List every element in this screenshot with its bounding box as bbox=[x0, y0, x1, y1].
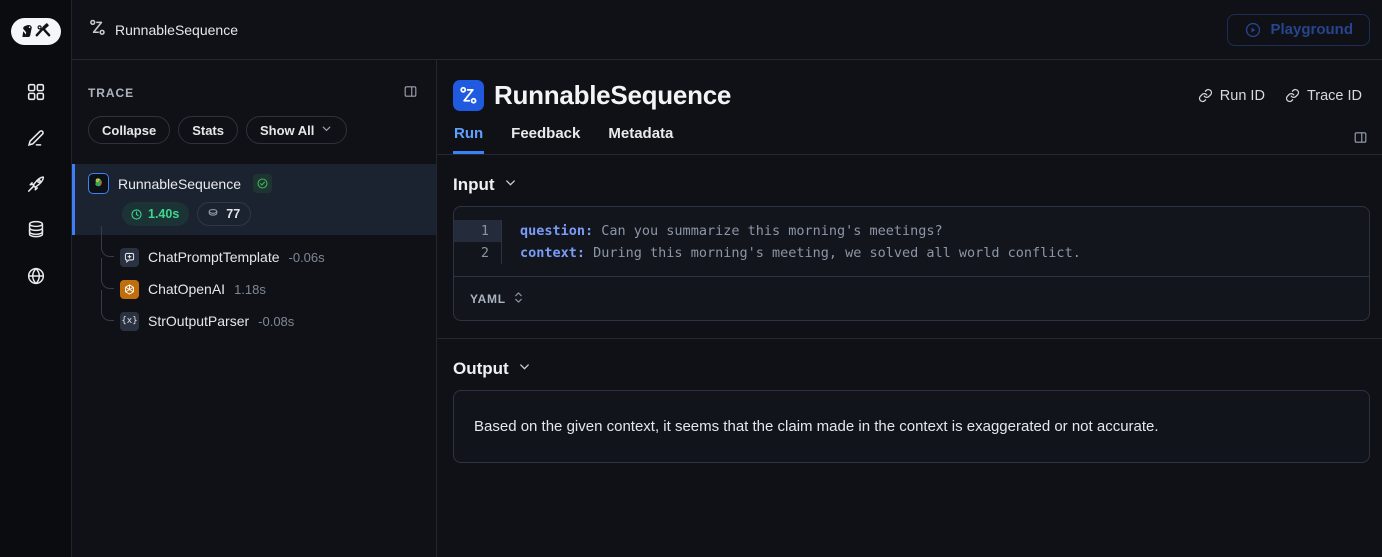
output-parser-icon: {x} bbox=[120, 311, 139, 331]
run-id-link[interactable]: Run ID bbox=[1198, 88, 1265, 104]
trace-panel-title: TRACE bbox=[88, 86, 135, 100]
breadcrumb-label: RunnableSequence bbox=[115, 21, 238, 38]
play-icon bbox=[1246, 22, 1261, 37]
trace-id-label: Trace ID bbox=[1306, 87, 1362, 104]
input-heading: Input bbox=[453, 175, 495, 194]
runnable-sequence-icon bbox=[88, 18, 107, 42]
globe-icon[interactable] bbox=[25, 265, 47, 287]
parrot-and-tools-icon bbox=[21, 23, 50, 37]
rocket-icon[interactable] bbox=[25, 173, 47, 195]
yaml-value: During this morning's meeting, we solved… bbox=[585, 245, 1081, 261]
run-id-label: Run ID bbox=[1219, 87, 1265, 104]
edit-pencil-icon[interactable] bbox=[25, 127, 47, 149]
tree-row-duration: -0.06s bbox=[288, 249, 325, 265]
token-count-badge: 77 bbox=[197, 202, 252, 226]
parrot-icon bbox=[88, 173, 109, 194]
parser-glyph: {x} bbox=[121, 316, 138, 326]
token-coin-icon bbox=[206, 206, 220, 222]
output-section-header[interactable]: Output bbox=[437, 339, 1382, 379]
tree-row-str-output-parser[interactable]: {x} StrOutputParser -0.08s bbox=[72, 290, 436, 337]
tree-row-label: StrOutputParser bbox=[148, 313, 250, 329]
database-icon[interactable] bbox=[25, 219, 47, 241]
input-section-header[interactable]: Input bbox=[437, 155, 1382, 195]
tree-row-duration: -0.08s bbox=[258, 313, 295, 329]
format-select-value: YAML bbox=[470, 291, 506, 306]
breadcrumb: RunnableSequence bbox=[88, 18, 238, 42]
openai-icon bbox=[120, 279, 139, 299]
duration-badge: 1.40s bbox=[122, 202, 190, 226]
yaml-value: Can you summarize this morning's meeting… bbox=[593, 223, 943, 239]
up-down-chevrons-icon bbox=[513, 291, 524, 307]
langsmith-logo[interactable] bbox=[10, 18, 61, 45]
page-title: RunnableSequence bbox=[494, 80, 732, 110]
trace-tree: RunnableSequence bbox=[72, 164, 436, 337]
input-code-block: 1 2 question: Can you summarize this mor… bbox=[453, 206, 1370, 321]
stats-button[interactable]: Stats bbox=[178, 116, 238, 144]
link-icon bbox=[1285, 88, 1299, 103]
prompt-template-icon bbox=[120, 247, 139, 267]
tree-row-label: ChatPromptTemplate bbox=[148, 249, 280, 265]
stats-button-label: Stats bbox=[192, 122, 224, 138]
runnable-sequence-icon bbox=[453, 80, 484, 111]
playground-label: Playground bbox=[1270, 21, 1353, 38]
output-heading: Output bbox=[453, 359, 509, 378]
code-line: context: During this morning's meeting, … bbox=[520, 242, 1081, 264]
line-number: 2 bbox=[480, 245, 489, 261]
tree-row-duration: 1.18s bbox=[234, 281, 266, 297]
chevron-down-icon bbox=[320, 122, 333, 138]
token-count-value: 77 bbox=[226, 207, 241, 221]
playground-button[interactable]: Playground bbox=[1227, 13, 1370, 46]
show-all-dropdown[interactable]: Show All bbox=[245, 116, 348, 144]
trace-panel: TRACE Collapse Stats Show Al bbox=[72, 60, 437, 557]
top-bar: RunnableSequence Playground bbox=[72, 0, 1382, 60]
code-line: question: Can you summarize this morning… bbox=[520, 220, 1081, 242]
apps-grid-icon[interactable] bbox=[25, 81, 47, 103]
link-icon bbox=[1198, 88, 1212, 103]
tree-row-runnable-sequence[interactable]: RunnableSequence bbox=[72, 164, 436, 235]
collapse-panel-icon[interactable] bbox=[403, 84, 418, 102]
clock-icon bbox=[131, 208, 142, 220]
chevron-down-icon bbox=[503, 175, 518, 195]
line-number: 1 bbox=[454, 220, 501, 242]
tree-row-label: RunnableSequence bbox=[118, 175, 241, 192]
tab-feedback[interactable]: Feedback bbox=[510, 125, 581, 154]
tab-metadata[interactable]: Metadata bbox=[607, 125, 674, 154]
section-divider bbox=[437, 338, 1382, 339]
tree-row-chat-openai[interactable]: ChatOpenAI 1.18s bbox=[72, 258, 436, 305]
line-number-gutter: 1 2 bbox=[454, 220, 502, 264]
show-all-label: Show All bbox=[259, 122, 315, 138]
run-detail-panel: RunnableSequence Run ID bbox=[437, 60, 1382, 557]
trace-id-link[interactable]: Trace ID bbox=[1285, 88, 1362, 104]
format-select[interactable]: YAML bbox=[470, 291, 524, 307]
collapse-button-label: Collapse bbox=[102, 122, 157, 138]
collapse-panel-icon[interactable] bbox=[1353, 130, 1368, 148]
yaml-key: question: bbox=[520, 223, 594, 239]
duration-value: 1.40s bbox=[148, 207, 180, 221]
tab-run[interactable]: Run bbox=[453, 125, 485, 154]
yaml-key: context: bbox=[520, 245, 586, 261]
tree-row-chat-prompt-template[interactable]: ChatPromptTemplate -0.06s bbox=[72, 226, 436, 273]
tree-row-label: ChatOpenAI bbox=[148, 281, 226, 297]
left-rail bbox=[0, 0, 72, 557]
collapse-button[interactable]: Collapse bbox=[88, 116, 171, 144]
run-content: Input 1 2 question: Can you su bbox=[437, 155, 1382, 557]
output-text-box: Based on the given context, it seems tha… bbox=[453, 390, 1370, 463]
chevron-down-icon bbox=[517, 359, 532, 379]
tab-bar: Run Feedback Metadata bbox=[437, 111, 1382, 155]
success-check-icon bbox=[253, 174, 272, 193]
